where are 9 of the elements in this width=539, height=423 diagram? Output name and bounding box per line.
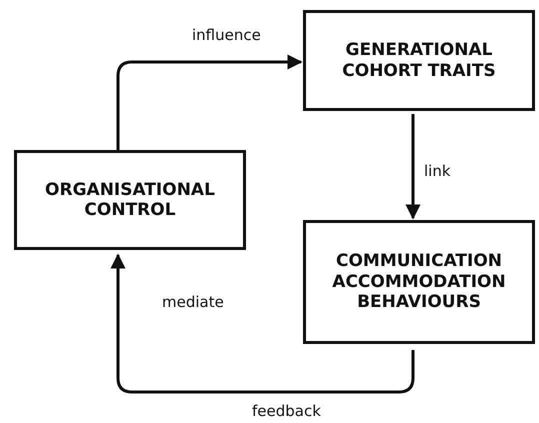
node-label: COMMUNICATION ACCOMMODATION BEHAVIOURS bbox=[331, 251, 507, 313]
concept-box bbox=[14, 150, 246, 250]
concept-box bbox=[303, 10, 535, 111]
node-label: ORGANISATIONAL CONTROL bbox=[44, 180, 216, 220]
arrow bbox=[110, 254, 414, 394]
concept-box bbox=[303, 220, 535, 344]
arrow bbox=[406, 114, 420, 220]
node-label: GENERATIONAL COHORT TRAITS bbox=[341, 40, 497, 81]
arrow bbox=[116, 54, 302, 150]
